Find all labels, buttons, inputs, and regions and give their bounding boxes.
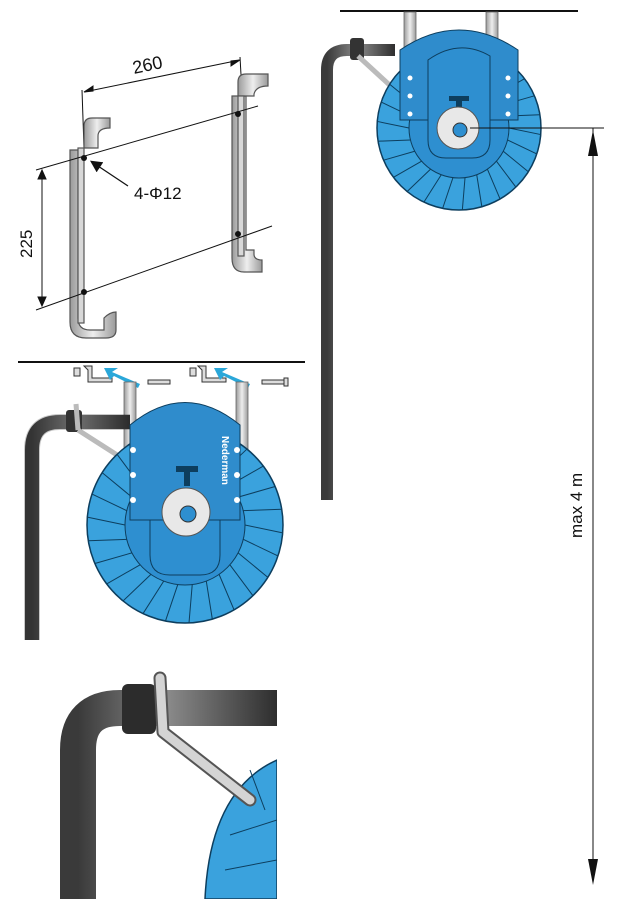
reel-blade-line: [461, 177, 466, 210]
hole-label: 4-Φ12: [134, 184, 182, 203]
reel-blade-line: [87, 516, 126, 526]
reel-blade-line: [406, 168, 431, 192]
reel-blade-line: [188, 584, 193, 623]
reel-blade-line: [502, 150, 529, 173]
reel-blade-line: [243, 508, 282, 512]
reel-blade-line: [91, 493, 127, 512]
hose-guide-detail: [60, 671, 277, 899]
reel-blade-line: [237, 486, 276, 498]
hole-leader: [90, 160, 129, 187]
reel-blade-line: [218, 574, 235, 611]
reel-blade-line: [486, 168, 501, 200]
mounting-holes: [81, 111, 241, 295]
hose-right: [321, 44, 395, 500]
height-dimension: [37, 168, 47, 308]
reel-blade-line: [496, 160, 517, 188]
width-label: 260: [131, 52, 165, 78]
reel-blade-line: [244, 524, 283, 534]
hose-reel-right: [376, 29, 542, 211]
reel-blade-line: [106, 564, 141, 585]
reel-blade-line: [476, 174, 483, 207]
right-bracket: [231, 73, 269, 273]
reel-blade-line: [243, 538, 279, 557]
reel-blade-line: [142, 580, 165, 614]
reel-blade-line: [508, 127, 541, 136]
reel-blade-line: [393, 160, 422, 178]
max-height-label: max 4 m: [567, 473, 586, 538]
reel-blade-line: [94, 552, 133, 564]
reel-blade-line: [122, 574, 152, 602]
hose-guide-left: [73, 403, 81, 431]
reel-brand-left: Nederman: [219, 436, 230, 485]
detail-hose: [60, 690, 277, 899]
bracket-drawing: 260 225: [17, 52, 273, 339]
height-arrow-top: [588, 130, 598, 156]
hose-clamp-right: [350, 38, 364, 60]
hole-centerlines: [35, 105, 273, 311]
reel-blade-line: [164, 584, 179, 622]
reel-blade-line: [378, 139, 411, 142]
left-bracket: [69, 117, 117, 339]
reel-blade-line: [229, 564, 254, 596]
reel-blade-line: [237, 552, 269, 578]
mounting-view: Nederman: [18, 361, 305, 640]
detail-clamp: [122, 684, 156, 734]
reel-blade-line: [377, 120, 410, 129]
height-label: 225: [17, 230, 36, 258]
reel-blade-line: [442, 177, 454, 209]
height-arrow-bottom: [588, 859, 598, 885]
reel-blade-line: [383, 150, 415, 161]
hose-reel-left: Nederman: [86, 402, 284, 624]
reel-blade-line: [507, 139, 538, 155]
reel-blade-line: [423, 174, 442, 203]
reel-blade-line: [101, 472, 133, 498]
reel-blade-line: [88, 538, 127, 542]
hose-left: [25, 415, 130, 640]
reel-blade-line: [205, 581, 213, 620]
installed-view: max 4 m: [321, 10, 604, 885]
